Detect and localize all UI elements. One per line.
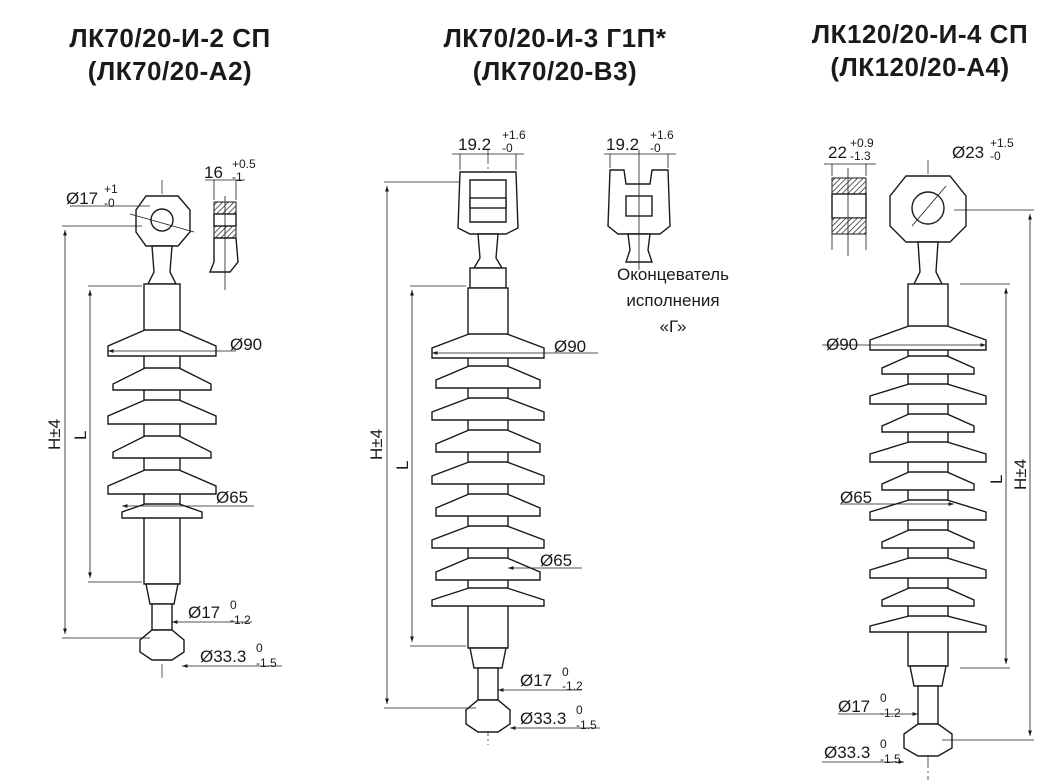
left-d17b-tol-down: -1.2 <box>230 613 251 627</box>
fitting-note-line2: исполнения <box>626 291 719 310</box>
right-w22-tol-up: +0.9 <box>850 136 874 150</box>
middle-d33-tol-down: -1.5 <box>576 718 597 732</box>
left-d33-tol-up: 0 <box>256 641 263 655</box>
left-d17b-tol-up: 0 <box>230 598 237 612</box>
left-height-label: H±4 <box>45 419 64 450</box>
middle-d33-tol-up: 0 <box>576 703 583 717</box>
left-diameter-17-bottom: Ø17 <box>188 603 220 622</box>
middle-width-19-2-a: 19.2 <box>458 135 491 154</box>
middle-diameter-90: Ø90 <box>554 337 586 356</box>
insulator-right <box>822 160 1034 780</box>
middle-width-19-2-b: 19.2 <box>606 135 639 154</box>
sheds-right <box>869 325 987 633</box>
right-height-label: H±4 <box>1011 459 1030 490</box>
insulator-middle <box>384 150 676 745</box>
right-d33-tol-down: -1.5 <box>880 752 901 766</box>
middle-w19a-tol-down: -0 <box>502 141 513 155</box>
left-diameter-90: Ø90 <box>230 335 262 354</box>
right-diameter-33: Ø33.3 <box>824 743 870 762</box>
right-d23-tol-down: -0 <box>990 149 1001 163</box>
left-diameter-33: Ø33.3 <box>200 647 246 666</box>
title-right-line1: ЛК120/20-И-4 СП <box>811 19 1029 49</box>
right-length-label: L <box>987 475 1006 484</box>
title-left: ЛК70/20-И-2 СП (ЛК70/20-А2) <box>40 22 300 88</box>
right-d17b-tol-up: 0 <box>880 691 887 705</box>
left-d17-tol-down: -0 <box>104 196 115 210</box>
sheds-middle <box>431 333 545 607</box>
left-w16-tol-down: -1 <box>232 170 243 184</box>
title-left-line2: (ЛК70/20-А2) <box>87 56 253 86</box>
title-left-line1: ЛК70/20-И-2 СП <box>69 23 271 53</box>
middle-d17b-tol-down: -1.2 <box>562 679 583 693</box>
right-d33-tol-up: 0 <box>880 737 887 751</box>
right-diameter-65: Ø65 <box>840 488 872 507</box>
title-right: ЛК120/20-И-4 СП (ЛК120/20-А4) <box>800 18 1040 84</box>
right-width-22: 22 <box>828 143 847 162</box>
middle-w19b-tol-up: +1.6 <box>650 128 674 142</box>
core-left <box>143 283 181 585</box>
left-d33-tol-down: -1.5 <box>256 656 277 670</box>
insulator-left <box>62 179 282 680</box>
right-diameter-17-bottom: Ø17 <box>838 697 870 716</box>
middle-height-label: H±4 <box>367 429 386 460</box>
right-d17b-tol-down: -1.2 <box>880 706 901 720</box>
title-right-line2: (ЛК120/20-А4) <box>830 52 1010 82</box>
middle-w19a-tol-up: +1.6 <box>502 128 526 142</box>
left-length-label: L <box>71 431 90 440</box>
sheds-left <box>107 329 217 519</box>
left-width-16: 16 <box>204 163 223 182</box>
left-diameter-65: Ø65 <box>216 488 248 507</box>
left-w16-tol-up: +0.5 <box>232 157 256 171</box>
title-middle: ЛК70/20-И-3 Г1П* (ЛК70/20-В3) <box>420 22 690 88</box>
fitting-note-line1: Оконцеватель <box>617 265 729 284</box>
left-d17-tol-up: +1 <box>104 182 118 196</box>
title-middle-line2: (ЛК70/20-В3) <box>472 56 638 86</box>
middle-d17b-tol-up: 0 <box>562 665 569 679</box>
right-diameter-23: Ø23 <box>952 143 984 162</box>
fitting-note-line3: «Г» <box>660 317 687 336</box>
middle-length-label: L <box>393 461 412 470</box>
title-middle-line1: ЛК70/20-И-3 Г1П* <box>443 23 667 53</box>
left-diameter-17-top: Ø17 <box>66 189 98 208</box>
right-diameter-90: Ø90 <box>826 335 858 354</box>
middle-diameter-17-bottom: Ø17 <box>520 671 552 690</box>
middle-w19b-tol-down: -0 <box>650 141 661 155</box>
middle-diameter-65: Ø65 <box>540 551 572 570</box>
middle-diameter-33: Ø33.3 <box>520 709 566 728</box>
right-d23-tol-up: +1.5 <box>990 136 1014 150</box>
right-w22-tol-down: -1.3 <box>850 149 871 163</box>
fitting-g-view <box>607 150 671 270</box>
